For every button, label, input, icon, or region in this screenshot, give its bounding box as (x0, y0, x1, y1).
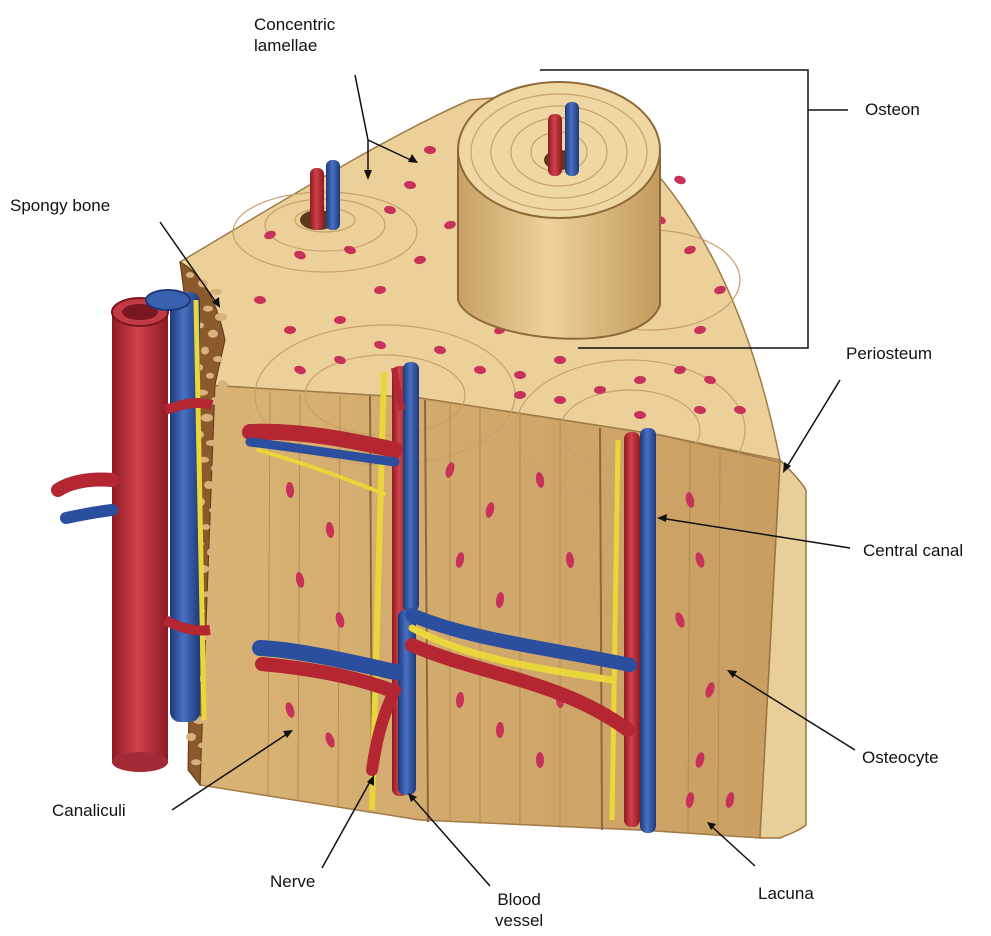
spongy-cavity (217, 666, 229, 674)
spongy-cavity (207, 548, 215, 556)
spongy-cavity (215, 313, 227, 321)
label-osteocyte: Osteocyte (862, 747, 939, 768)
spongy-cavity (208, 330, 218, 338)
label-canaliculi: Canaliculi (52, 800, 126, 821)
label-lacuna: Lacuna (758, 883, 814, 904)
label-blood-vessel-line1: Blood (495, 889, 543, 910)
spongy-cavity (205, 658, 215, 664)
spongy-cavity (218, 380, 228, 388)
spongy-cavity (207, 615, 219, 623)
spongy-cavity (208, 726, 216, 732)
spongy-cavity (213, 750, 221, 758)
spongy-cavity (186, 272, 194, 278)
spongy-cavity (203, 767, 215, 775)
spongy-cavity (201, 347, 209, 355)
bone-front-face (200, 385, 780, 838)
label-blood-vessel-line2: vessel (495, 910, 543, 931)
label-central-canal: Central canal (863, 540, 963, 561)
spongy-cavity (212, 574, 220, 580)
spongy-cavity (198, 742, 210, 748)
spongy-cavity (213, 356, 223, 362)
spongy-cavity (206, 440, 218, 446)
label-spongy-bone: Spongy bone (10, 195, 110, 216)
spongy-cavity (211, 464, 223, 472)
spongy-cavity (210, 289, 222, 295)
spongy-cavity (186, 733, 196, 741)
spongy-cavity (209, 507, 219, 513)
spongy-cavity (212, 642, 224, 648)
osteon-cylinder (458, 82, 660, 339)
spongy-cavity (210, 683, 220, 691)
spongy-cavity (216, 490, 228, 496)
label-concentric-lamellae-line1: Concentric (254, 14, 335, 35)
spongy-cavity (216, 423, 224, 429)
label-osteon: Osteon (865, 99, 920, 120)
lacuna-spot (673, 175, 687, 186)
spongy-cavity (206, 373, 214, 379)
spongy-cavity (215, 709, 225, 715)
spongy-cavity (191, 759, 201, 765)
lacuna-spot (554, 356, 566, 364)
spongy-cavity (202, 524, 210, 530)
spongy-cavity (201, 414, 213, 422)
label-nerve: Nerve (270, 871, 315, 892)
spongy-cavity (204, 481, 214, 489)
spongy-cavity (203, 306, 213, 312)
periosteal-vessels (58, 290, 212, 772)
label-concentric-lamellae: Concentric lamellae (254, 14, 335, 56)
spongy-cavity (217, 599, 225, 607)
label-periosteum: Periosteum (846, 343, 932, 364)
label-blood-vessel: Blood vessel (495, 889, 543, 931)
spongy-cavity (214, 531, 224, 539)
label-concentric-lamellae-line2: lamellae (254, 35, 335, 56)
